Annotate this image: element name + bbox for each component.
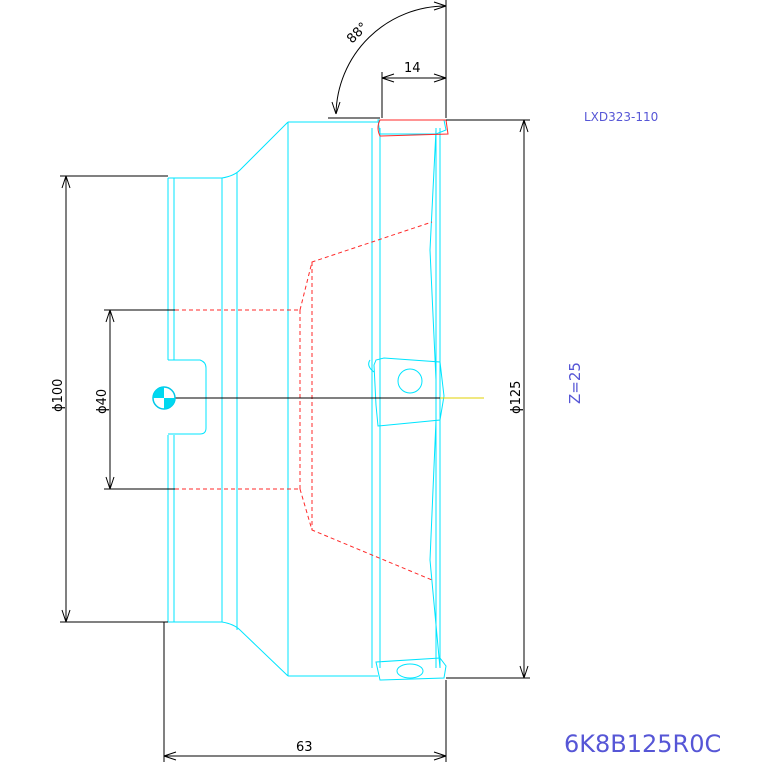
- dia-100-label: ϕ100: [51, 379, 66, 412]
- dim-63-label: 63: [296, 740, 313, 755]
- dim-14-label: 14: [404, 61, 421, 76]
- cutter-body-outline: [167, 119, 447, 681]
- teeth-count: Z=25: [566, 362, 584, 404]
- dimension-lines: [60, 0, 530, 762]
- dia-125-label: ϕ125: [509, 381, 524, 414]
- hidden-lines: [175, 221, 433, 581]
- model-code: 6K8B125R0C: [564, 730, 721, 758]
- top-insert-highlight: [377, 119, 449, 137]
- dia-40-label: ϕ40: [95, 389, 110, 414]
- part-code: LXD323-110: [584, 110, 658, 124]
- origin-symbol: [152, 386, 176, 410]
- angle-label: 88°: [344, 20, 371, 47]
